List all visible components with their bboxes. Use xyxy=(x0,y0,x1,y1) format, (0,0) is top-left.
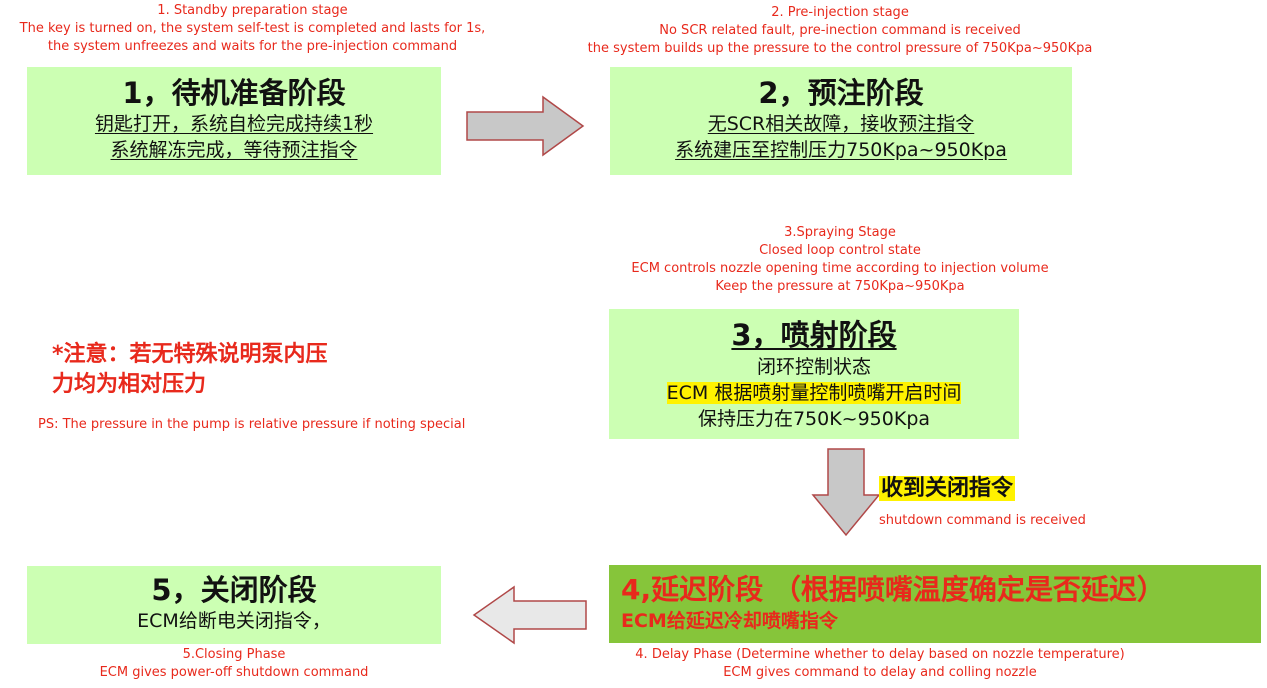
stage4-caption-line-2: ECM gives command to delay and colling n… xyxy=(723,665,1037,680)
arrow-left-shape xyxy=(472,585,587,645)
stage3-line-1: 闭环控制状态 xyxy=(756,356,871,378)
stage1-line-2: 系统解冻完成，等待预注指令 xyxy=(110,139,358,161)
stage1-title: 1，待机准备阶段 xyxy=(122,76,346,110)
stage2-line-1: 无SCR相关故障，接收预注指令 xyxy=(707,113,975,135)
stage5-line-1: ECM给断电关闭指令， xyxy=(137,610,331,632)
stage4-title: 4,延迟阶段 （根据喷嘴温度确定是否延迟） xyxy=(621,573,1165,606)
stage3-title: 3，喷射阶段 xyxy=(731,318,897,352)
stage3-caption: 3.Spraying Stage Closed loop control sta… xyxy=(560,224,1120,296)
stage3-caption-line-3: ECM controls nozzle opening time accordi… xyxy=(631,261,1049,276)
shutdown-label: 收到关闭指令 xyxy=(879,474,1016,504)
stage4-line-1: ECM给延迟冷却喷嘴指令 xyxy=(621,610,838,632)
stage3-line-3: 保持压力在750K~950Kpa xyxy=(697,408,931,430)
arrow-down-shape xyxy=(811,448,881,537)
stage1-caption-line-1: 1. Standby preparation stage xyxy=(157,3,348,18)
stage4-box: 4,延迟阶段 （根据喷嘴温度确定是否延迟） ECM给延迟冷却喷嘴指令 xyxy=(609,565,1261,643)
stage3-caption-line-1: 3.Spraying Stage xyxy=(784,225,896,240)
stage1-line-1: 钥匙打开，系统自检完成持续1秒 xyxy=(94,113,374,135)
stage3-caption-line-4: Keep the pressure at 750Kpa~950Kpa xyxy=(715,279,965,294)
note-text: *注意：若无特殊说明泵内压 力均为相对压力 xyxy=(52,340,328,400)
stage2-caption-line-3: the system builds up the pressure to the… xyxy=(587,41,1093,56)
stage2-line-2: 系统建压至控制压力750Kpa~950Kpa xyxy=(675,139,1007,161)
stage1-caption: 1. Standby preparation stage The key is … xyxy=(0,2,505,56)
arrow-stage3-to-stage4 xyxy=(811,447,881,537)
stage3-caption-line-2: Closed loop control state xyxy=(759,243,921,258)
stage2-caption-line-2: No SCR related fault, pre-inection comma… xyxy=(659,23,1021,38)
note-caption: PS: The pressure in the pump is relative… xyxy=(38,417,466,432)
arrow-stage4-to-stage5 xyxy=(472,585,588,645)
stage5-caption-line-1: 5.Closing Phase xyxy=(182,647,286,662)
arrow-stage1-to-stage2 xyxy=(465,95,585,157)
stage1-caption-line-3: the system unfreezes and waits for the p… xyxy=(47,39,458,54)
stage4-caption-line-1: 4. Delay Phase (Determine whether to del… xyxy=(635,647,1125,662)
stage4-caption: 4. Delay Phase (Determine whether to del… xyxy=(600,646,1160,682)
stage2-title: 2，预注阶段 xyxy=(758,76,924,110)
arrow-right-shape xyxy=(466,95,585,157)
shutdown-label-text: 收到关闭指令 xyxy=(879,476,1016,501)
stage5-title-wrap: 5，关闭阶段 xyxy=(27,572,441,608)
stage5-caption-line-2: ECM gives power-off shutdown command xyxy=(99,665,369,680)
stage3-box: 3，喷射阶段 闭环控制状态 ECM 根据喷射量控制喷嘴开启时间 保持压力在750… xyxy=(609,309,1019,439)
shutdown-caption: shutdown command is received xyxy=(879,513,1086,528)
stage3-line-2: ECM 根据喷射量控制喷嘴开启时间 xyxy=(666,382,962,404)
stage2-caption-line-1: 2. Pre-injection stage xyxy=(771,5,909,20)
stage2-box: 2，预注阶段 无SCR相关故障，接收预注指令 系统建压至控制压力750Kpa~9… xyxy=(610,67,1072,175)
stage2-caption: 2. Pre-injection stage No SCR related fa… xyxy=(560,4,1120,58)
stage5-title: 5，关闭阶段 xyxy=(151,573,317,607)
stage5-caption: 5.Closing Phase ECM gives power-off shut… xyxy=(27,646,441,682)
stage1-caption-line-2: The key is turned on, the system self-te… xyxy=(19,21,486,36)
stage5-box: 5，关闭阶段 ECM给断电关闭指令， xyxy=(27,566,441,644)
note-line-2: 力均为相对压力 xyxy=(52,372,207,397)
note-line-1: *注意：若无特殊说明泵内压 xyxy=(52,342,328,367)
stage1-box: 1，待机准备阶段 钥匙打开，系统自检完成持续1秒 系统解冻完成，等待预注指令 xyxy=(27,67,441,175)
